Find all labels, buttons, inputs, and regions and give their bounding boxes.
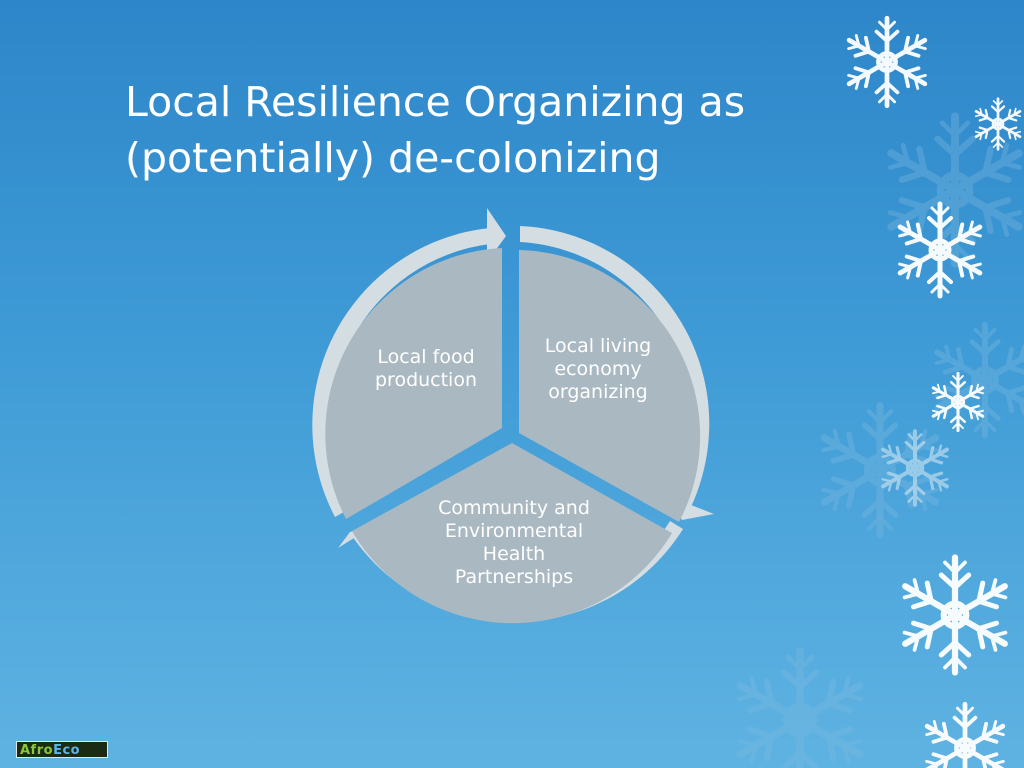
segment-label-line: Community and	[438, 497, 590, 519]
segment-label-local-living-economy: Local living economy organizing	[528, 335, 668, 404]
segment-label-line: Local living	[544, 335, 652, 357]
arrowhead-icon	[487, 208, 506, 262]
segment-label-local-food: Local food production	[356, 346, 496, 392]
cycle-arc-top-left	[312, 228, 490, 517]
segment-label-line: Partnerships	[454, 566, 574, 588]
cycle-arc-right	[520, 226, 710, 515]
segment-local-living-economy	[519, 250, 701, 522]
title-line: Local Resilience Organizing as	[125, 78, 746, 126]
segment-label-line: organizing	[548, 381, 648, 403]
logo-text-afro: Afro	[20, 743, 54, 758]
logo-text-eco: Eco	[53, 743, 81, 758]
page-title: Local Resilience Organizing as (potentia…	[125, 74, 885, 186]
segment-label-line: Health	[482, 543, 546, 565]
segment-label-community-health: Community and Environmental Health Partn…	[414, 497, 614, 589]
segment-label-line: economy	[554, 358, 642, 380]
segment-community-health	[352, 443, 672, 624]
title-line: (potentially) de-colonizing	[125, 134, 661, 182]
segment-local-food	[325, 248, 502, 519]
afroeco-logo: AfroEco	[16, 741, 108, 758]
segment-label-line: production	[374, 369, 478, 391]
segment-label-line: Environmental	[444, 520, 584, 542]
segment-label-line: Local food	[377, 346, 475, 368]
